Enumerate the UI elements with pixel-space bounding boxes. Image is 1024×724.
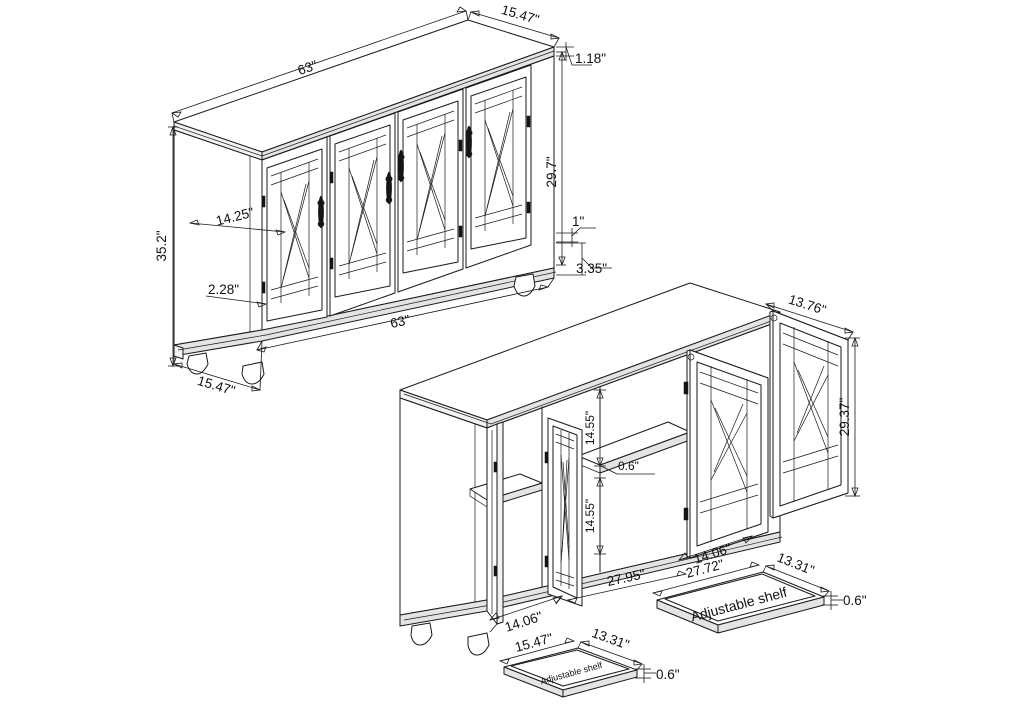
large-adjustable-shelf: 27.72" 13.31" 0.6" Adjustable shelf [651,550,867,634]
dim-label-top-width: 63" [296,57,320,78]
open-door-fourth[interactable] [769,310,849,519]
door-4[interactable] [465,64,532,269]
dim-shelf-small-thickness: 0.6" [635,664,680,683]
dim-label-top-depth: 15.47" [500,2,541,27]
cabinet-legs [186,273,536,385]
dim-top-thickness: 1.18" [556,42,606,66]
dim-label-shelf-large-thickness: 0.6" [843,593,867,608]
dim-door-panel-height: 29.37" [837,336,860,498]
small-adjustable-shelf: 15.47" 13.31" 0.6" Adjustable shelf [498,625,680,698]
dim-label-base-thickness: 1" [572,214,585,229]
dim-top-width: 63" [170,6,469,123]
open-door-third[interactable] [683,349,769,559]
dim-label-upper-compartment: 14.55" [583,411,597,445]
closed-cabinet-view: 63" 15.47" 1.18" 29.7" [154,2,612,398]
door-3-handle[interactable] [397,149,405,183]
dim-label-leg-height: 3.35" [576,261,607,276]
door-2-handle[interactable] [385,171,393,205]
door-4-handle[interactable] [465,125,473,159]
door-1-handle[interactable] [317,195,325,229]
dim-label-shelf-small-width: 15.47" [513,630,554,655]
dim-base-width: 63" [255,277,555,353]
cabinet-left-side [173,129,263,346]
dim-cabinet-height: 29.7" [544,50,566,267]
dim-leg-height: 3.35" [556,242,612,276]
door-1[interactable] [261,136,328,331]
dim-label-door-panel-width: 13.76" [787,292,829,318]
dim-label-cabinet-height: 29.7" [544,156,559,187]
door-3[interactable] [397,88,464,293]
dim-label-overall-height: 35.2" [154,230,169,261]
open-shelf-center-upper [577,421,691,474]
dim-label-top-thickness: 1.18" [575,51,606,66]
open-left-side [399,397,488,616]
dim-stile-width: 2.28" [205,282,268,308]
dim-label-base-width: 63" [389,312,412,331]
dim-upper-compartment: 14.55" [583,388,606,468]
dim-label-shelf-small-thickness: 0.6" [656,667,680,682]
dim-base-thickness: 1" [556,214,596,247]
dim-label-shelf-large-depth: 13.31" [775,550,817,578]
open-cabinet-view: 13.76" 29.37" 14.55" 14.55" [399,282,860,656]
dim-shelf-large-width: 27.72" [651,556,761,597]
dim-lower-compartment: 14.55" [583,476,606,556]
dim-label-stile-width: 2.28" [208,282,239,297]
open-top-slab [399,282,783,429]
cabinet-doors [261,64,532,331]
dim-label-door-panel-height: 29.37" [837,398,852,437]
dim-label-interior-depth-left: 14.06" [503,609,545,635]
open-door-second[interactable] [544,417,583,607]
dim-label-shelf-thickness-interior: 0.6" [618,459,639,473]
dim-overall-height: 35.2" [154,125,178,368]
cabinet-top-slab [173,19,555,161]
dim-shelf-large-thickness: 0.6" [822,591,867,610]
dim-label-lower-compartment: 14.55" [583,499,597,533]
dim-label-shelf-small-depth: 13.31" [590,625,632,652]
open-cabinet-legs [410,622,490,656]
dim-shelf-thickness-interior: 0.6" [600,459,655,475]
door-2[interactable] [329,112,396,317]
open-door-left[interactable] [486,421,504,625]
